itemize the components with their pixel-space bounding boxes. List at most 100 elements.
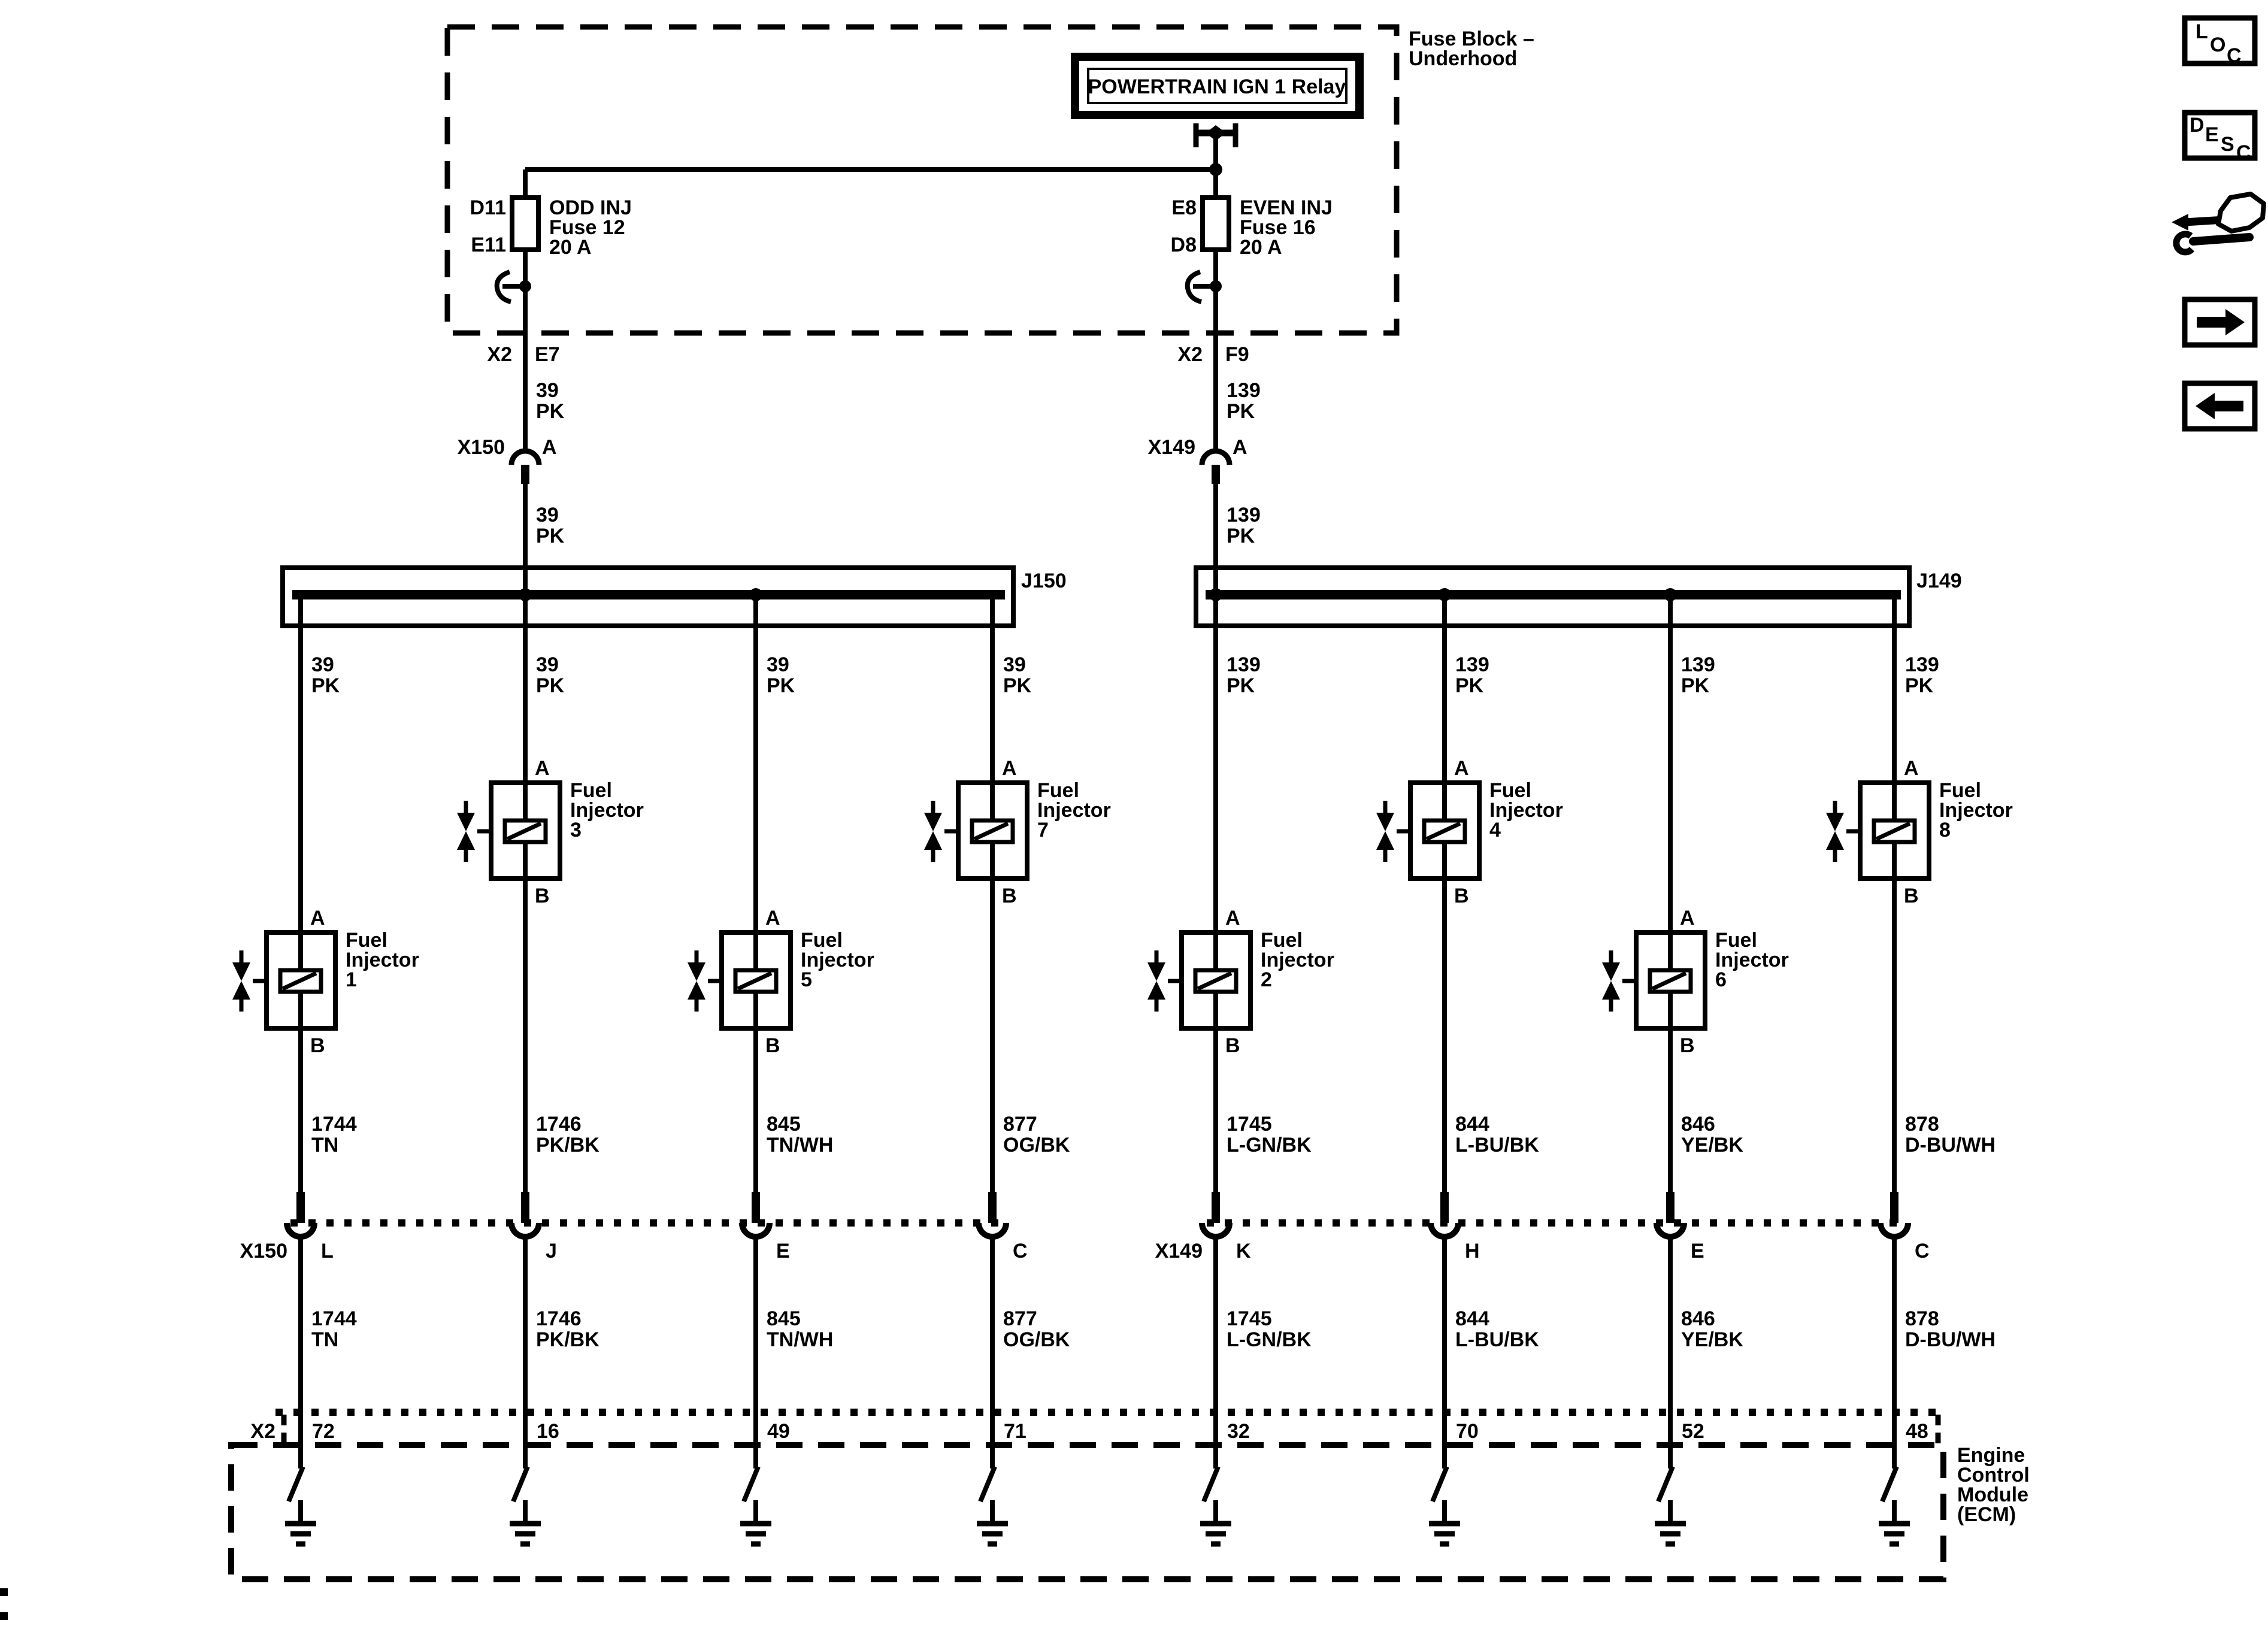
injector-name: Fuel (1037, 779, 1079, 802)
engine-control-module: X2 Engine Control Module (ECM) (228, 1409, 2030, 1582)
inline-connector-pin-icon (988, 1192, 997, 1223)
ecm-box (228, 1442, 1946, 1582)
injector-name: Injector (801, 949, 874, 971)
injector-name: Injector (1261, 949, 1334, 971)
desc-letter: S (2221, 133, 2234, 156)
fuse-name: ODD INJ (549, 196, 632, 219)
wire-color-label: PK (767, 674, 795, 697)
fuse-block-underhood: Fuse Block – Underhood POWERTRAIN IGN 1 … (444, 24, 1534, 336)
inline-connector-socket-icon (1878, 1222, 1911, 1240)
branch-injector-8: 139PKABFuelInjector8878D-BU/WHC878D-BU/W… (1826, 595, 2013, 1547)
fuse-symbol (1200, 195, 1231, 252)
terminal-label: B (1225, 1034, 1240, 1057)
wire-circuit-label: 139 (1455, 653, 1489, 676)
pin-letter: E (1691, 1240, 1704, 1262)
wire-circuit-label: 844 (1455, 1307, 1489, 1330)
terminal-label: B (1680, 1034, 1695, 1057)
valve-triangle-icon (688, 981, 705, 1000)
fuse-block-title: Underhood (1409, 47, 1517, 70)
loc-button-box[interactable] (2182, 15, 2258, 66)
injector-name: 8 (1939, 819, 1951, 841)
wire-color-label: OG/BK (1003, 1328, 1070, 1351)
junction-dot (519, 280, 531, 292)
wire-color-label: PK/BK (536, 1134, 599, 1156)
wire-color-label: L-GN/BK (1227, 1328, 1312, 1351)
fuse-pin: E11 (471, 234, 506, 256)
driver-switch (286, 1466, 305, 1503)
fuse-symbol (510, 195, 541, 252)
wire-color-label: L-GN/BK (1227, 1134, 1312, 1156)
wire-circuit-label: 1745 (1227, 1113, 1272, 1136)
nav-back-button[interactable] (2182, 380, 2258, 432)
terminal-label: B (765, 1034, 780, 1057)
valve-triangle-icon (1147, 962, 1165, 981)
desc-button[interactable]: D E S C (2182, 110, 2258, 164)
wire-color-label: PK (1905, 674, 1934, 697)
fuel-injector-symbol (1147, 930, 1253, 1031)
inline-connector-socket-icon (1199, 1222, 1233, 1240)
fuse-rating: 20 A (1240, 236, 1282, 259)
nav-forward-button[interactable] (2182, 296, 2258, 348)
wire-color-label: L-BU/BK (1455, 1328, 1539, 1351)
terminal-label: B (310, 1034, 325, 1057)
wire-circuit-label: 844 (1455, 1113, 1489, 1136)
desc-letter: E (2205, 123, 2219, 146)
inline-connector-socket-icon (284, 1222, 317, 1240)
terminal-label: B (1904, 885, 1919, 907)
valve-triangle-icon (1376, 831, 1394, 850)
inline-connector-pin-icon (296, 1192, 305, 1223)
terminal-label: A (1002, 757, 1017, 780)
wire-circuit-label: 39 (536, 379, 559, 402)
inline-connector-pin-icon (521, 1192, 529, 1223)
injector-coil-diagonal (1197, 971, 1233, 991)
injector-coil-diagonal (1875, 821, 1911, 841)
double-arrow-left-head (2172, 214, 2188, 231)
desc-button-box[interactable] (2182, 110, 2258, 161)
injector-name: Injector (1489, 799, 1563, 822)
right-arrow-head (2225, 309, 2245, 335)
connector-cavity: E7 (535, 343, 560, 366)
fuse-rating: 20 A (549, 236, 592, 259)
inline-connector-socket-icon (739, 1222, 773, 1240)
injector-name: Injector (1939, 799, 2013, 822)
splice-pack-box (280, 565, 1016, 628)
splice-label: J149 (1916, 570, 1962, 592)
terminal-label: B (1002, 885, 1017, 907)
valve-triangle-icon (1602, 962, 1620, 981)
wire-color-label: L-BU/BK (1455, 1134, 1539, 1156)
inline-connector-pin-icon (1890, 1192, 1898, 1223)
fuse-block-title: Fuse Block – (1409, 28, 1534, 50)
terminal-label: A (1225, 907, 1240, 929)
wrench-jaw-icon (2173, 231, 2195, 256)
pin-letter: L (321, 1240, 334, 1262)
wire-circuit-label: 877 (1003, 1307, 1037, 1330)
wire-circuit-label: 846 (1681, 1307, 1715, 1330)
wire-color-label: YE/BK (1681, 1134, 1743, 1156)
wire-color-label: TN (311, 1134, 338, 1156)
schematic-tool-icon[interactable] (2172, 192, 2266, 256)
driver-switch (741, 1466, 761, 1503)
wire-color-label: PK (536, 400, 565, 423)
wire-color-label: D-BU/WH (1905, 1134, 1996, 1156)
fuel-injector-symbol (1602, 930, 1707, 1031)
injector-coil-diagonal (1651, 971, 1687, 991)
ecm-label: Control (1957, 1464, 2030, 1486)
inline-connector-pin-icon (1212, 465, 1220, 484)
pin-letter: H (1465, 1240, 1480, 1262)
injector-name: Fuel (1489, 779, 1531, 802)
wire-color-label: TN/WH (767, 1328, 833, 1351)
connector-name: X2 (1177, 343, 1203, 366)
splice-pack-J149: J149 (1194, 565, 1962, 628)
driver-switch (1430, 1466, 1449, 1503)
inline-connector-socket-icon (508, 1222, 542, 1240)
pin-letter: E (776, 1240, 790, 1262)
desc-letter: D (2190, 114, 2205, 137)
fuel-injector-symbol (688, 930, 793, 1031)
loc-button[interactable]: L O C (2182, 15, 2258, 67)
wire-circuit-label: 39 (536, 653, 559, 676)
valve-triangle-icon (924, 813, 942, 831)
wire-circuit-label: 39 (311, 653, 334, 676)
wire-circuit-label: 845 (767, 1307, 801, 1330)
terminal-label: B (535, 885, 550, 907)
